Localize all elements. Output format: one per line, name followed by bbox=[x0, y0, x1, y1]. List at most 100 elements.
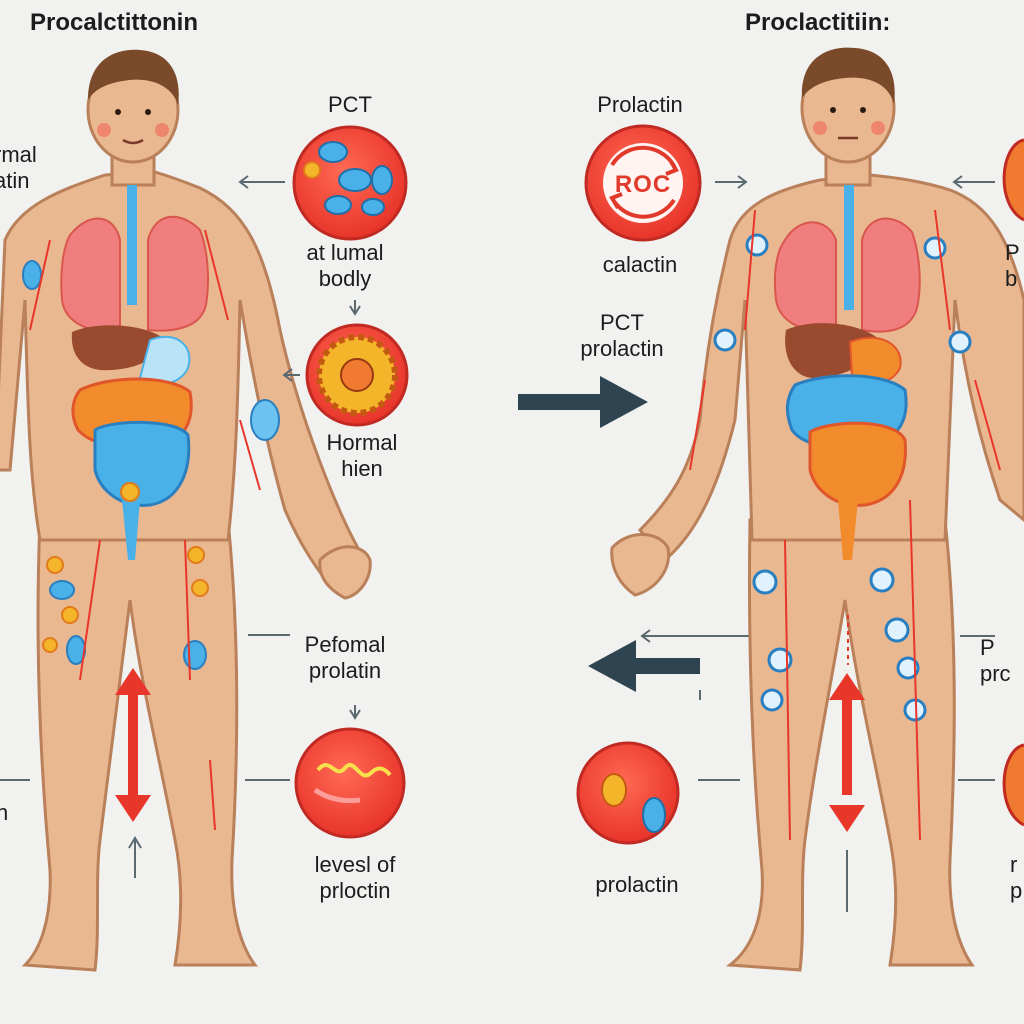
left-figure-mouth bbox=[122, 138, 144, 145]
right-vessel-2 bbox=[934, 209, 951, 331]
left-vessel-1 bbox=[29, 239, 51, 331]
right-trachea bbox=[844, 185, 854, 310]
left-lung-right bbox=[147, 215, 209, 332]
left-connector-2 bbox=[282, 368, 300, 382]
right-callout-circle-prolactin bbox=[576, 741, 680, 845]
right-label-prolactin-bottom: prolactin bbox=[595, 872, 679, 897]
left-cell-yellow-2 bbox=[61, 606, 79, 624]
right-label-calactin: calactin bbox=[602, 252, 678, 277]
left-cell-yellow-4 bbox=[187, 546, 205, 564]
right-cell-6 bbox=[767, 647, 793, 673]
left-callout-circle-levels bbox=[294, 727, 406, 839]
left-label-levels: levesl of prloctin bbox=[314, 852, 396, 903]
left-figure-legs bbox=[21, 518, 258, 972]
left-double-arrow bbox=[115, 668, 151, 822]
right-connector-1 bbox=[715, 175, 748, 189]
left-label-body: at lumal bodly bbox=[306, 240, 384, 291]
right-title: Proclactitiin: bbox=[745, 9, 891, 36]
right-intestine-orange bbox=[808, 421, 907, 507]
left-cell-blue-3 bbox=[49, 580, 75, 600]
right-edge-label-bottom: r p bbox=[1010, 852, 1023, 903]
right-callout-prolactin-cell-2 bbox=[642, 797, 666, 833]
left-callout-hormal-core bbox=[340, 358, 374, 392]
left-connector-5 bbox=[349, 705, 361, 720]
right-vessel-1 bbox=[744, 209, 756, 331]
left-small-up-arrow bbox=[128, 836, 142, 878]
right-callout-prolactin-cell-1 bbox=[601, 773, 627, 807]
left-connector-3 bbox=[349, 300, 361, 316]
left-vessel-2 bbox=[204, 229, 229, 321]
left-vessel-4 bbox=[79, 539, 101, 681]
right-callout-roc-cycle-arrow bbox=[610, 145, 679, 176]
right-figure-cheek-left bbox=[813, 121, 827, 135]
right-lung-right bbox=[861, 217, 921, 333]
left-cell-blue-5 bbox=[183, 640, 207, 670]
left-cell-yellow-3 bbox=[42, 637, 58, 653]
left-callout-pct-cell-5 bbox=[361, 198, 385, 216]
right-callout-roc-inner bbox=[603, 143, 683, 223]
right-badge-roc: ROC bbox=[614, 171, 672, 198]
left-label-hormal: Hormal hien bbox=[326, 430, 398, 481]
right-vessel-6 bbox=[909, 499, 921, 841]
left-liver bbox=[71, 325, 165, 371]
left-figure-hand bbox=[318, 545, 372, 600]
left-label-pct: PCT bbox=[328, 92, 372, 117]
right-edge-circle-top bbox=[1002, 138, 1024, 222]
left-figure-cheek-left bbox=[97, 123, 111, 137]
left-vessel-5 bbox=[184, 539, 191, 681]
left-figure-eye-right bbox=[145, 109, 151, 115]
right-vessel-4 bbox=[974, 379, 1001, 471]
right-edge-circle-bottom bbox=[1002, 743, 1024, 827]
left-cell-blue-1 bbox=[22, 260, 42, 290]
left-figure-cheek-right bbox=[155, 123, 169, 137]
right-figure-hand bbox=[610, 533, 671, 597]
right-cell-3 bbox=[713, 328, 737, 352]
right-connector-2 bbox=[952, 175, 995, 189]
left-cell-yellow-6 bbox=[120, 482, 140, 502]
right-callout-roc-cycle-arrow-2 bbox=[609, 192, 676, 219]
left-lung-left bbox=[60, 217, 121, 333]
left-human-figure bbox=[0, 49, 372, 972]
right-figure-eye-right bbox=[860, 107, 866, 113]
right-label-pct-prolactin: PCT prolactin bbox=[580, 310, 664, 361]
left-cell-blue-2 bbox=[250, 399, 280, 441]
left-figure-eye-left bbox=[115, 109, 121, 115]
right-human-figure bbox=[610, 47, 1024, 972]
left-trachea bbox=[127, 185, 137, 305]
right-vessel-3 bbox=[689, 379, 706, 471]
center-arrow-left bbox=[588, 640, 700, 692]
left-intestine-blue bbox=[93, 420, 191, 507]
right-double-arrow bbox=[829, 673, 865, 832]
center-arrow-right bbox=[518, 376, 648, 428]
right-cell-5 bbox=[752, 569, 778, 595]
left-connector-1 bbox=[238, 175, 285, 189]
left-callout-pct-cell-3 bbox=[371, 165, 393, 195]
right-figure-legs bbox=[725, 518, 975, 972]
right-label-prolactin-top: Prolactin bbox=[597, 92, 683, 117]
right-cell-8 bbox=[869, 567, 895, 593]
left-vessel-6 bbox=[209, 759, 216, 831]
right-figure-hair bbox=[801, 47, 895, 104]
left-callout-pct-cell-4 bbox=[324, 195, 352, 215]
left-figure-hair bbox=[88, 49, 179, 105]
right-colon-tail bbox=[838, 500, 858, 560]
right-edge-label-top: P b bbox=[1005, 240, 1020, 291]
right-cell-1 bbox=[745, 233, 769, 257]
left-callout-pct-cell-6 bbox=[303, 161, 321, 179]
left-callout-pct-cell-2 bbox=[338, 168, 372, 192]
right-figure-eye-left bbox=[830, 107, 836, 113]
right-vessel-5 bbox=[784, 539, 791, 841]
left-vessel-3 bbox=[239, 419, 261, 491]
right-figure-cheek-right bbox=[871, 121, 885, 135]
right-cell-10 bbox=[896, 656, 920, 680]
left-callout-pct-cell-1 bbox=[318, 141, 348, 163]
left-callout-levels-squiggle bbox=[316, 763, 392, 778]
left-callout-levels-highlight bbox=[313, 787, 361, 804]
right-cell-4 bbox=[948, 330, 972, 354]
right-cell-9 bbox=[884, 617, 910, 643]
right-edge-label-mid: P prc bbox=[980, 635, 1011, 686]
left-colon-tail bbox=[122, 500, 140, 560]
left-label-pefomal: Pefomal prolatin bbox=[304, 632, 386, 683]
